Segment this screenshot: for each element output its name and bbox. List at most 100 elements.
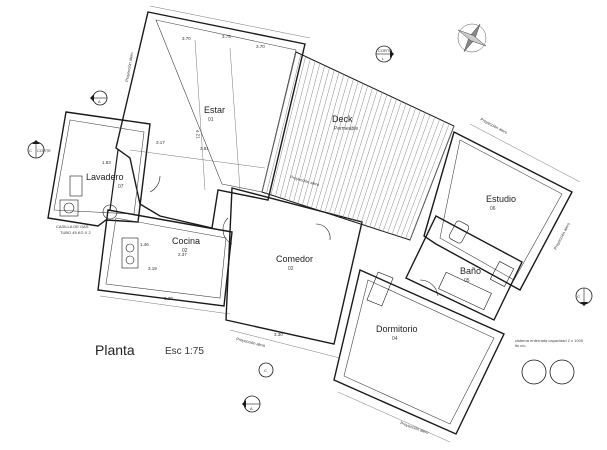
bathtub bbox=[438, 271, 492, 311]
deck-board bbox=[315, 78, 354, 210]
deck-board bbox=[382, 112, 426, 232]
svg-text:Proyección alero: Proyección alero bbox=[124, 51, 134, 82]
room-estar: Estar bbox=[204, 105, 225, 115]
svg-text:C: C bbox=[577, 294, 580, 299]
deck-board bbox=[338, 90, 378, 217]
svg-text:07: 07 bbox=[118, 184, 124, 190]
deck-board bbox=[306, 74, 345, 207]
cistern-1 bbox=[521, 359, 547, 385]
estudio-block bbox=[423, 130, 573, 291]
svg-text:3.17: 3.17 bbox=[156, 140, 165, 145]
svg-text:A: A bbox=[98, 99, 101, 104]
deck-board bbox=[266, 54, 302, 194]
fixtures bbox=[59, 175, 515, 311]
north-compass-icon bbox=[457, 23, 487, 53]
svg-text:1.46: 1.46 bbox=[140, 242, 149, 247]
bano-sink bbox=[489, 261, 515, 287]
svg-text:02: 02 bbox=[288, 266, 294, 272]
svg-text:C: C bbox=[29, 148, 32, 153]
lavadero-block bbox=[47, 111, 151, 227]
svg-text:02: 02 bbox=[182, 248, 188, 254]
toilet bbox=[448, 220, 470, 244]
room-dormitorio: Dormitorio bbox=[376, 324, 418, 334]
cistern-note: cisterna enterrada capacidad 2 x 1000 lt… bbox=[515, 338, 584, 348]
cisterns bbox=[521, 359, 575, 385]
gas-cellar-label: CASILLA DE GAS bbox=[56, 224, 89, 229]
room-comedor: Comedor bbox=[276, 254, 313, 264]
room-cocina: Cocina bbox=[172, 236, 200, 246]
plan-title: Planta bbox=[95, 342, 135, 358]
deck-board bbox=[391, 116, 436, 235]
door-swing-3 bbox=[419, 279, 439, 297]
deck-board bbox=[342, 92, 383, 219]
dimension-labels: 3.75 3.70 3.70 4.21 3.17 3.81 1.83 2.37 … bbox=[102, 34, 283, 337]
section-marker-c-right: C bbox=[575, 287, 593, 306]
section-marker-a-bottom: A bbox=[242, 395, 261, 413]
deck-board bbox=[364, 103, 407, 226]
deck-board bbox=[360, 101, 402, 225]
washer bbox=[59, 199, 79, 217]
svg-text:CORTE: CORTE bbox=[37, 148, 51, 153]
section-marker-c-left: C CORTE bbox=[27, 140, 51, 159]
svg-text:A: A bbox=[250, 406, 253, 411]
deck-board bbox=[324, 83, 364, 213]
svg-text:1.83: 1.83 bbox=[102, 160, 111, 165]
room-bano: Baño bbox=[460, 266, 481, 276]
svg-text:3.75: 3.75 bbox=[222, 34, 231, 39]
deck-board bbox=[288, 65, 325, 201]
deck-board bbox=[297, 69, 335, 204]
deck-board bbox=[329, 85, 369, 214]
svg-text:3.20: 3.20 bbox=[164, 296, 173, 301]
svg-text:3.81: 3.81 bbox=[200, 146, 209, 151]
svg-text:01: 01 bbox=[208, 117, 214, 123]
door-swing-2 bbox=[222, 217, 233, 245]
svg-text:3.19: 3.19 bbox=[148, 266, 157, 271]
deck-board bbox=[333, 87, 373, 216]
deck-board bbox=[302, 72, 340, 206]
deck-board bbox=[351, 96, 392, 222]
plan-scale: Esc 1:75 bbox=[165, 346, 204, 357]
svg-text:3.70: 3.70 bbox=[182, 36, 191, 41]
cocina-block bbox=[97, 209, 233, 307]
deck-board bbox=[396, 119, 440, 236]
room-deck: Deck bbox=[332, 114, 353, 124]
deck-board bbox=[275, 58, 311, 197]
deck-board bbox=[369, 105, 412, 227]
svg-text:4.21: 4.21 bbox=[195, 130, 201, 140]
svg-text:3.70: 3.70 bbox=[256, 44, 265, 49]
bano-block bbox=[405, 215, 523, 321]
svg-text:04: 04 bbox=[392, 336, 398, 342]
section-markers: A L CORTE C CORTE C C bbox=[27, 45, 593, 413]
room-estudio: Estudio bbox=[486, 194, 516, 204]
closet bbox=[366, 271, 394, 307]
cistern-2 bbox=[549, 359, 575, 385]
deck-board bbox=[387, 114, 431, 233]
dormitorio-block bbox=[333, 269, 505, 435]
comedor-block bbox=[225, 187, 363, 345]
deck-board bbox=[311, 76, 349, 209]
svg-text:Permeable: Permeable bbox=[334, 126, 358, 132]
svg-text:2.37: 2.37 bbox=[178, 252, 187, 257]
section-marker-l: L CORTE bbox=[375, 45, 394, 63]
laundry-sink bbox=[69, 175, 83, 197]
deck-board bbox=[284, 63, 321, 200]
deck-board bbox=[400, 121, 445, 238]
deck-board bbox=[378, 110, 421, 230]
deck-board bbox=[405, 123, 450, 239]
gas-cellar-sub: TUBO 45 KG X 2 bbox=[60, 230, 91, 235]
door-swing-4 bbox=[315, 223, 331, 241]
svg-text:Proyección alero: Proyección alero bbox=[400, 420, 430, 435]
deck-board bbox=[320, 81, 359, 211]
deck-board bbox=[373, 107, 416, 229]
deck-board bbox=[409, 125, 455, 241]
deck-board bbox=[270, 56, 306, 195]
deck-board bbox=[293, 67, 330, 203]
deck-board bbox=[279, 60, 316, 198]
svg-text:C: C bbox=[264, 368, 267, 373]
dimension-lines bbox=[99, 5, 581, 443]
svg-text:05: 05 bbox=[464, 278, 470, 284]
door-swing bbox=[149, 175, 161, 193]
svg-text:CORTE: CORTE bbox=[378, 48, 392, 53]
svg-text:L: L bbox=[382, 56, 385, 61]
